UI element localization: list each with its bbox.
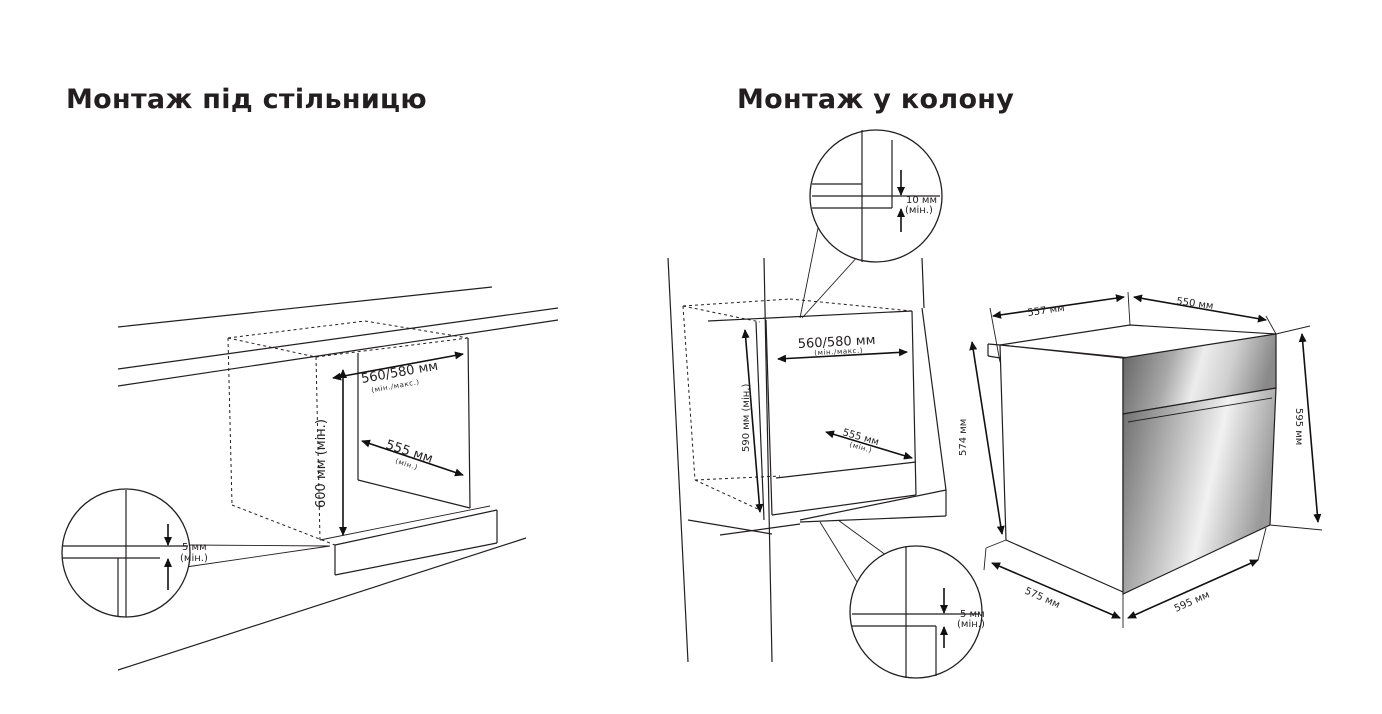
oven-body-height-label: 574 мм (958, 419, 969, 456)
title-column: Монтаж у колону (737, 84, 1015, 115)
col-width-arrow (777, 348, 908, 363)
col-depth-arrow (825, 430, 913, 460)
oven-top-depth-label: 557 мм (1027, 303, 1066, 319)
col-width-note: (мін./макс.) (814, 347, 863, 358)
col-top-gap-note: (мін.) (905, 204, 933, 216)
column-drawing: 590 мм (мін.) 560/580 мм (мін./макс.) 55… (667, 129, 985, 679)
uc-depth-arrow (361, 439, 464, 477)
col-bottom-gap-note: (мін.) (957, 618, 985, 630)
col-height-arrow (741, 329, 764, 513)
col-bottom-gap-label: 5 мм (960, 609, 985, 620)
oven-top-width-label: 550 мм (1176, 296, 1215, 312)
oven-drawing: 557 мм 550 мм 574 мм 595 мм 575 мм 595 м… (958, 291, 1323, 628)
col-bottom-detail-circle (849, 545, 983, 679)
uc-height-label: 600 мм (мін.) (314, 419, 329, 508)
uc-gap-note: (мін.) (180, 552, 208, 564)
uc-width-arrow (332, 351, 464, 381)
oven-front-height-label: 595 мм (1293, 408, 1304, 445)
title-under-counter: Монтаж під стільницю (66, 84, 427, 115)
col-height-label: 590 мм (мін.) (740, 384, 752, 452)
col-top-gap-label: 10 мм (906, 195, 937, 206)
col-width-label: 560/580 мм (797, 333, 875, 352)
uc-gap-label: 5 мм (182, 542, 207, 553)
under-counter-drawing: 600 мм (мін.) 560/580 мм (мін./макс.) 55… (61, 286, 559, 671)
oven-bottom-width-label: 595 мм (1173, 589, 1212, 614)
